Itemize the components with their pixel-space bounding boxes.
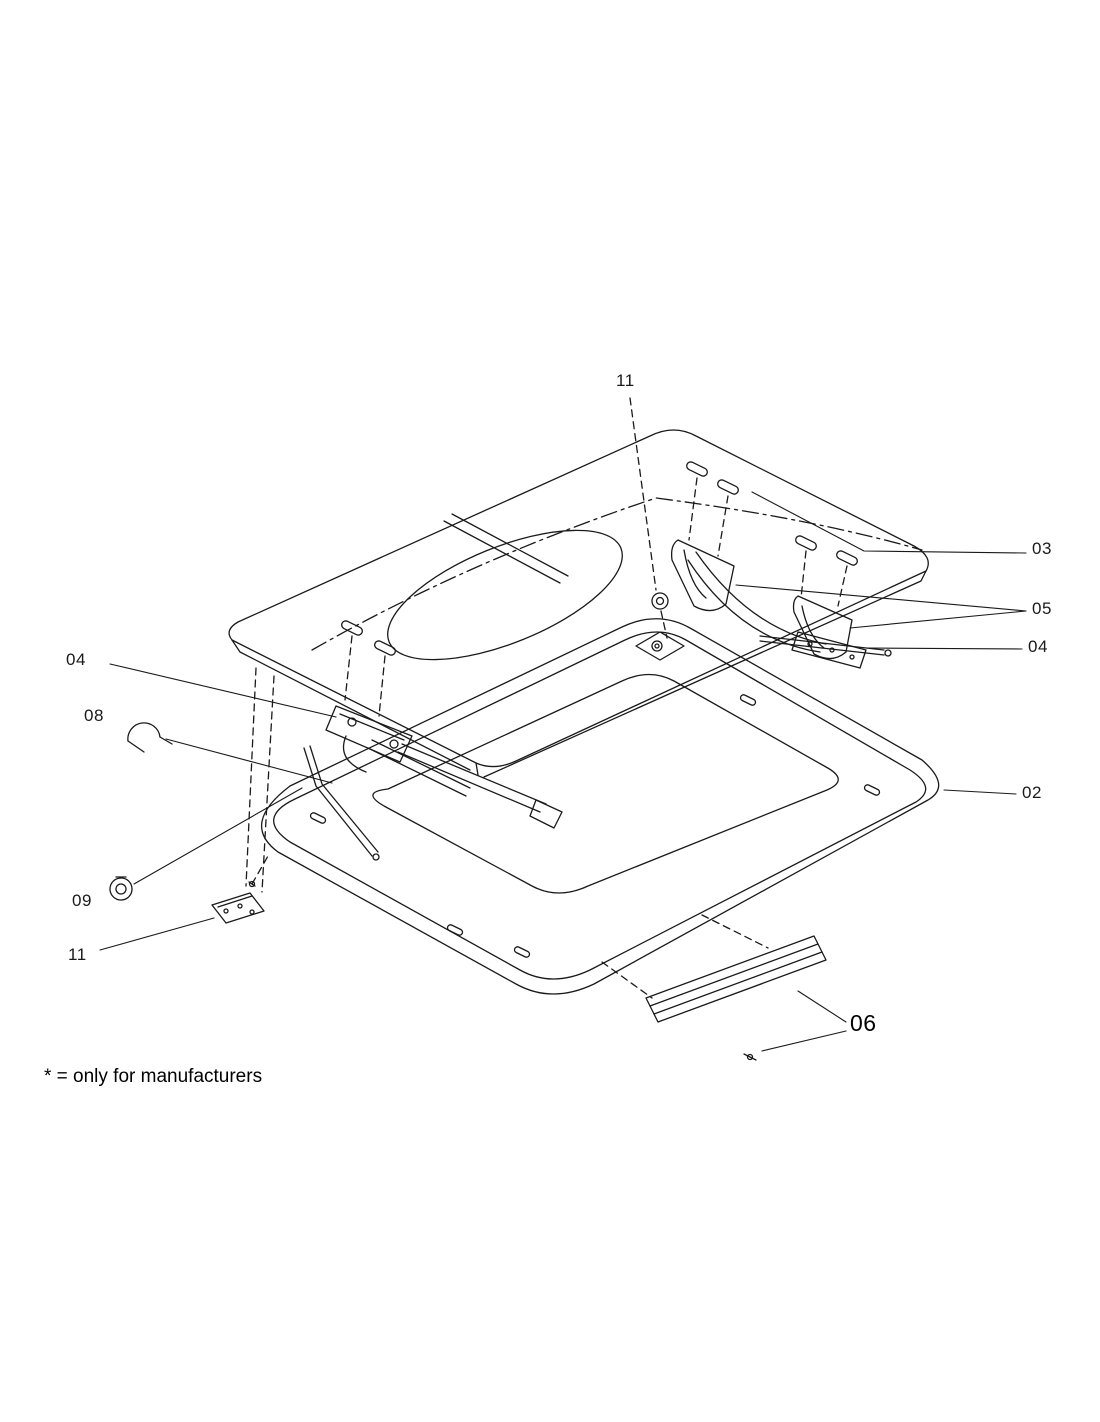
part-label-04-right: 04 [1028, 637, 1048, 656]
crank-rod-left [303, 745, 380, 861]
washer-11-top [651, 592, 669, 610]
frame-slot [309, 694, 881, 958]
leader-05 [849, 610, 1027, 629]
leader-06 [761, 1030, 847, 1052]
deflector-strip-06 [645, 935, 827, 1061]
footnote: * = only for manufacturers [44, 1066, 263, 1087]
assembly-axes [245, 397, 848, 999]
lid-slot [341, 461, 858, 656]
part-label-05: 05 [1032, 599, 1052, 618]
leader-11-left [99, 917, 215, 951]
lid-dome [387, 529, 623, 661]
grommet-09 [109, 876, 133, 901]
leader-04-left [109, 663, 337, 718]
lid-seam [451, 513, 569, 577]
leader-05 [735, 584, 1027, 612]
bracket-05a [670, 539, 735, 612]
frame-hinge-bracket [635, 631, 685, 661]
part-label-04-left: 04 [66, 650, 86, 669]
lid-seam [443, 520, 561, 584]
leader-02 [943, 789, 1017, 795]
leader-lines [99, 491, 1027, 1052]
part-label-11-top: 11 [616, 371, 635, 390]
part-label-03: 03 [1032, 539, 1052, 558]
deflector-bow-05 [687, 551, 827, 653]
center-axis-line [311, 497, 923, 651]
strip-pin [746, 1053, 754, 1061]
bracket-05b [792, 595, 853, 660]
spring-clip-08 [127, 722, 173, 753]
leader-03 [751, 491, 1027, 554]
plate-04-right [791, 631, 867, 669]
part-label-08: 08 [84, 706, 104, 725]
lid-panel [228, 429, 929, 778]
hinge-bracket-11-left [211, 880, 265, 924]
part-label-02: 02 [1022, 783, 1042, 802]
part-label-11-left: 11 [68, 945, 87, 964]
part-label-09: 09 [72, 891, 92, 910]
leader-09 [133, 787, 303, 885]
part-label-06: 06 [850, 1010, 877, 1036]
leader-06 [797, 990, 847, 1023]
frame-02 [261, 618, 940, 995]
lift-mechanism-04 [303, 705, 563, 861]
leader-04-right [865, 647, 1023, 650]
leader-08 [165, 738, 333, 784]
